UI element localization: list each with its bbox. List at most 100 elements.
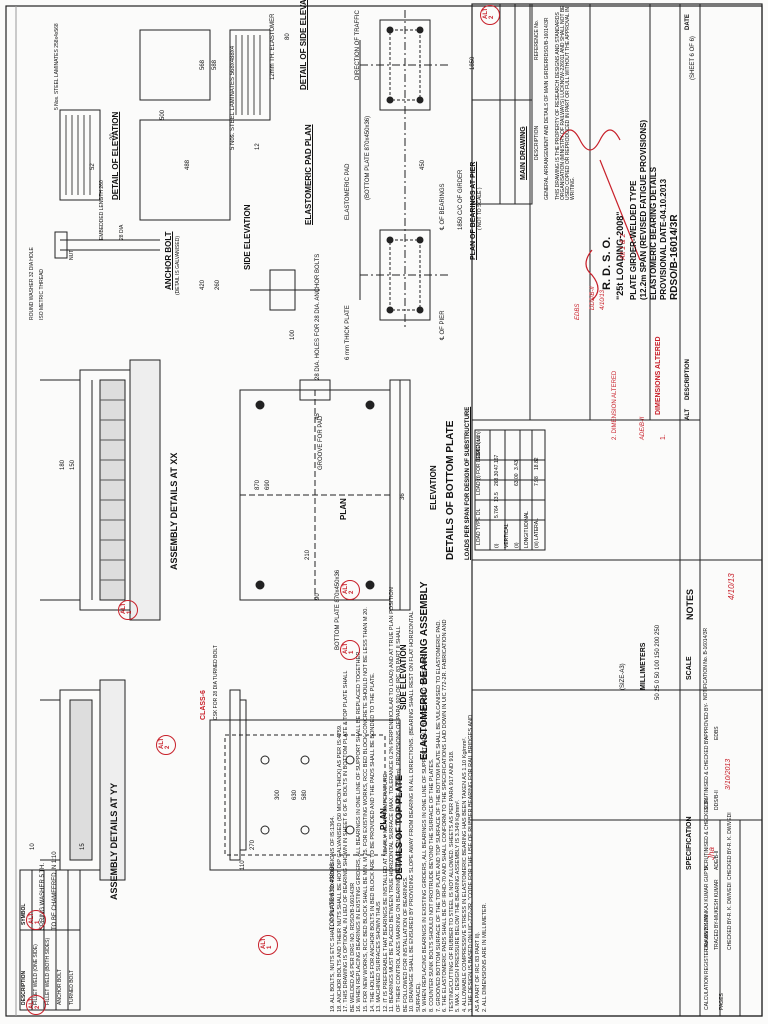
- load-table-cell: 18.82: [534, 457, 540, 470]
- dim-270: 270: [250, 839, 256, 850]
- handwritten-sign: Jha: [707, 847, 716, 860]
- scrutinised-1: SCRUTINISED & CHECKED BY-: [704, 736, 710, 810]
- label-thick-plate: 6 mm THICK PLATE: [345, 305, 351, 360]
- note-line: 5. MAX. DESIGN PRESSURE BELOW THE BEARIN…: [455, 799, 462, 1012]
- load-table-cell: [532, 502, 542, 518]
- checked-by: CHECKED BY-R. K. DWIVEDI: [727, 882, 733, 950]
- label-steel-laminates-2: 5 Nos. STEEL LAMINATES 258x4x568: [54, 23, 60, 110]
- handwritten-edbs: EDBS: [575, 303, 581, 320]
- label-metric-thread: ISO METRIC THREAD: [39, 268, 45, 320]
- note-line: TESTING/CUTTING OF RUBBER TO STEEL IS NO…: [448, 750, 455, 1012]
- handwritten-ade: ADE/B-II: [640, 416, 646, 440]
- dim-180: 180: [60, 459, 66, 470]
- alt-marker: ALT 2: [156, 735, 176, 755]
- load-table-cell: 47.167: [494, 454, 500, 470]
- label-c-bearings: ℄ OF BEARINGS: [440, 183, 446, 230]
- load-table-title: LOADS PER SPAN FOR DESIGN OF SUBSTRUCTUR…: [465, 406, 471, 560]
- dim-870: 870: [255, 479, 261, 490]
- dim-580: 580: [302, 789, 308, 800]
- note-line: 4. ALLOWABLE COMPRESSIVE STRESS IN ELAST…: [461, 737, 468, 1012]
- description-column: DESCRIPTION: [685, 358, 691, 400]
- view-title-bottom-plate: DETAILS OF BOTTOM PLATE: [445, 420, 456, 560]
- notes-list: 19. ALL BOLTS, NUTS ETC SHALL CONFORM TO…: [330, 492, 488, 1012]
- load-table-row: (iii) LATERAL 7.98 18.82: [532, 454, 542, 548]
- symbol-row: FILLET WELD (BOTH SIDES): [45, 937, 51, 1005]
- label-chamfer: TO BE CHAMFERED IN 1:10: [52, 851, 58, 930]
- note-line: 17. THIS DRAWING IS OPTIONAL IN LIEU OF …: [343, 670, 350, 1012]
- date-column: DATE: [685, 14, 691, 30]
- millimeters-label: MILLIMETERS: [640, 642, 647, 690]
- sheet-number: (SHEET 6 OF 6): [690, 36, 696, 80]
- dim-1850: 1850: [470, 56, 476, 70]
- provisional-date: PROVISIONAL DATE-04.10.2013: [659, 178, 668, 300]
- dim-110: 110: [240, 860, 246, 870]
- note-line: 6. THE ELASTOMERIC PADS SHALL BE OF IRHD…: [442, 619, 449, 1012]
- label-groove: GROOVE FOR PAD: [318, 415, 324, 470]
- dim-100: 100: [290, 329, 296, 340]
- alt1-description: DIMENSIONS ALTERED: [655, 336, 662, 415]
- description-header: DESCRIPTION: [534, 125, 540, 160]
- label-top-plate: TOP PLATE 630x430x36: [330, 863, 336, 930]
- load-table-cell: 268.30: [494, 470, 500, 486]
- alt-marker: ALT 2: [480, 5, 500, 25]
- view-title-plan-pier: PLAN OF BEARINGS AT PIER: [470, 161, 477, 260]
- handwritten-ddsb: DDS/B-II: [590, 286, 596, 310]
- load-table-cell: 5.764: [494, 505, 500, 518]
- scale-bar: 50 25 0 50 100 150 200 250: [655, 624, 661, 700]
- symbol-row: TURNED BOLT: [69, 970, 75, 1005]
- notification-number: NOTIFICATION No. B-16014/3R: [703, 627, 709, 700]
- view-title-assembly-xx: ASSEMBLY DETAILS AT XX: [169, 452, 179, 570]
- label-bottom-plate-pier: (BOTTOM PLATE 870x450x36): [365, 115, 371, 200]
- checked-by-2: CHECKED BY-R. K. DWIVEDI: [727, 812, 733, 880]
- dim-36: 36: [400, 493, 406, 500]
- alt2-description: 2. DIMENSION ALTERED: [612, 370, 618, 440]
- label-elastomeric-pad: ELASTOMERIC PAD: [345, 163, 351, 220]
- handwritten-alt: Alt 1 & 2: [620, 233, 627, 260]
- alt-marker: ALT 1: [340, 640, 360, 660]
- label-direction-traffic: DIRECTION OF TRAFFIC: [355, 10, 361, 80]
- dim-20: 20: [110, 133, 116, 140]
- note-line: 7. GROOVED BOTTOM SURFACE OF THE TOP PLA…: [435, 620, 442, 1012]
- traced-by: TRACED BY-MUKESH KUMAR: [714, 879, 720, 950]
- note-line: OF THEIR CONTROL AXES MARKING ON BEARING…: [395, 626, 402, 1012]
- dim-260: 260: [215, 279, 221, 290]
- view-title-pad-plan: ELASTOMERIC PAD PLAN: [304, 124, 313, 225]
- rdso-heading: R. D. S. O.: [601, 236, 613, 290]
- note-line: 11. BEARINGS MUST BE PLACED BETWEEN TRUE…: [389, 587, 396, 1012]
- alt1-number: 1.: [660, 434, 667, 440]
- load-table-cell: (iii) LATERAL: [534, 518, 540, 548]
- load-table-cell: (ii) LONGITUDINAL: [514, 511, 530, 548]
- scrutinised-1-role: DDS/B-II: [714, 790, 720, 810]
- note-line: 10. DRAINAGE SHALL BE ENSURED BY PROVIDI…: [409, 611, 416, 1012]
- view-title-assembly: ELASTOMERIC BEARING ASSEMBLY: [419, 581, 430, 760]
- load-table-cell: 3.43: [514, 460, 520, 470]
- view-title-plan: PLAN: [339, 498, 348, 520]
- label-dia28: 28 DIA: [119, 224, 125, 240]
- dim-488: 488: [185, 159, 191, 170]
- alt-header: ALT: [685, 408, 691, 420]
- load-table-cell: 7.98: [534, 476, 540, 486]
- dim-210: 210: [305, 549, 311, 560]
- label-embedded: EMBEDDED LENGTH 260: [99, 180, 105, 240]
- label-steel-laminates: 5 Nos. STEEL LAMINATES 568x488x4: [230, 45, 236, 150]
- label-dia-holes: 28 DIA. HOLES FOR 28 DIA. ANCHOR BOLTS: [315, 253, 321, 380]
- load-table-cell: [512, 502, 532, 518]
- load-table-cell: 63.00: [514, 473, 520, 486]
- dim-568: 568: [200, 59, 206, 70]
- dim-450: 450: [420, 159, 426, 170]
- note-line: 15. FOR NEW WORKS, RCC BED BLOCK SHALL B…: [362, 607, 369, 1012]
- dim-12: 12: [255, 143, 261, 150]
- approved-by: APPROVED BY-: [704, 702, 710, 740]
- notes-title: NOTES: [685, 588, 695, 620]
- load-table-cell: [512, 486, 532, 502]
- view-title-top-plate: DETAILS OF TOP PLATE: [394, 775, 404, 880]
- drawing-number: RDSO/B-16014/3R: [669, 214, 680, 300]
- handwritten-scrut-date: 3/10/2013: [725, 758, 732, 790]
- girder-heading: PLATE GIRDER-WELDED TYPE: [629, 180, 638, 300]
- pages-label: PAGES: [719, 993, 725, 1010]
- load-table-header: ETC (with): [476, 431, 482, 455]
- note-line: 2. ALL DIMENSIONS ARE IN MILLIMETER.: [481, 902, 488, 1012]
- label-round-washer: ROUND WASHER 32 DIA HOLE: [29, 247, 35, 320]
- load-table-row: (ii) LONGITUDINAL 63.00 3.43: [512, 454, 532, 548]
